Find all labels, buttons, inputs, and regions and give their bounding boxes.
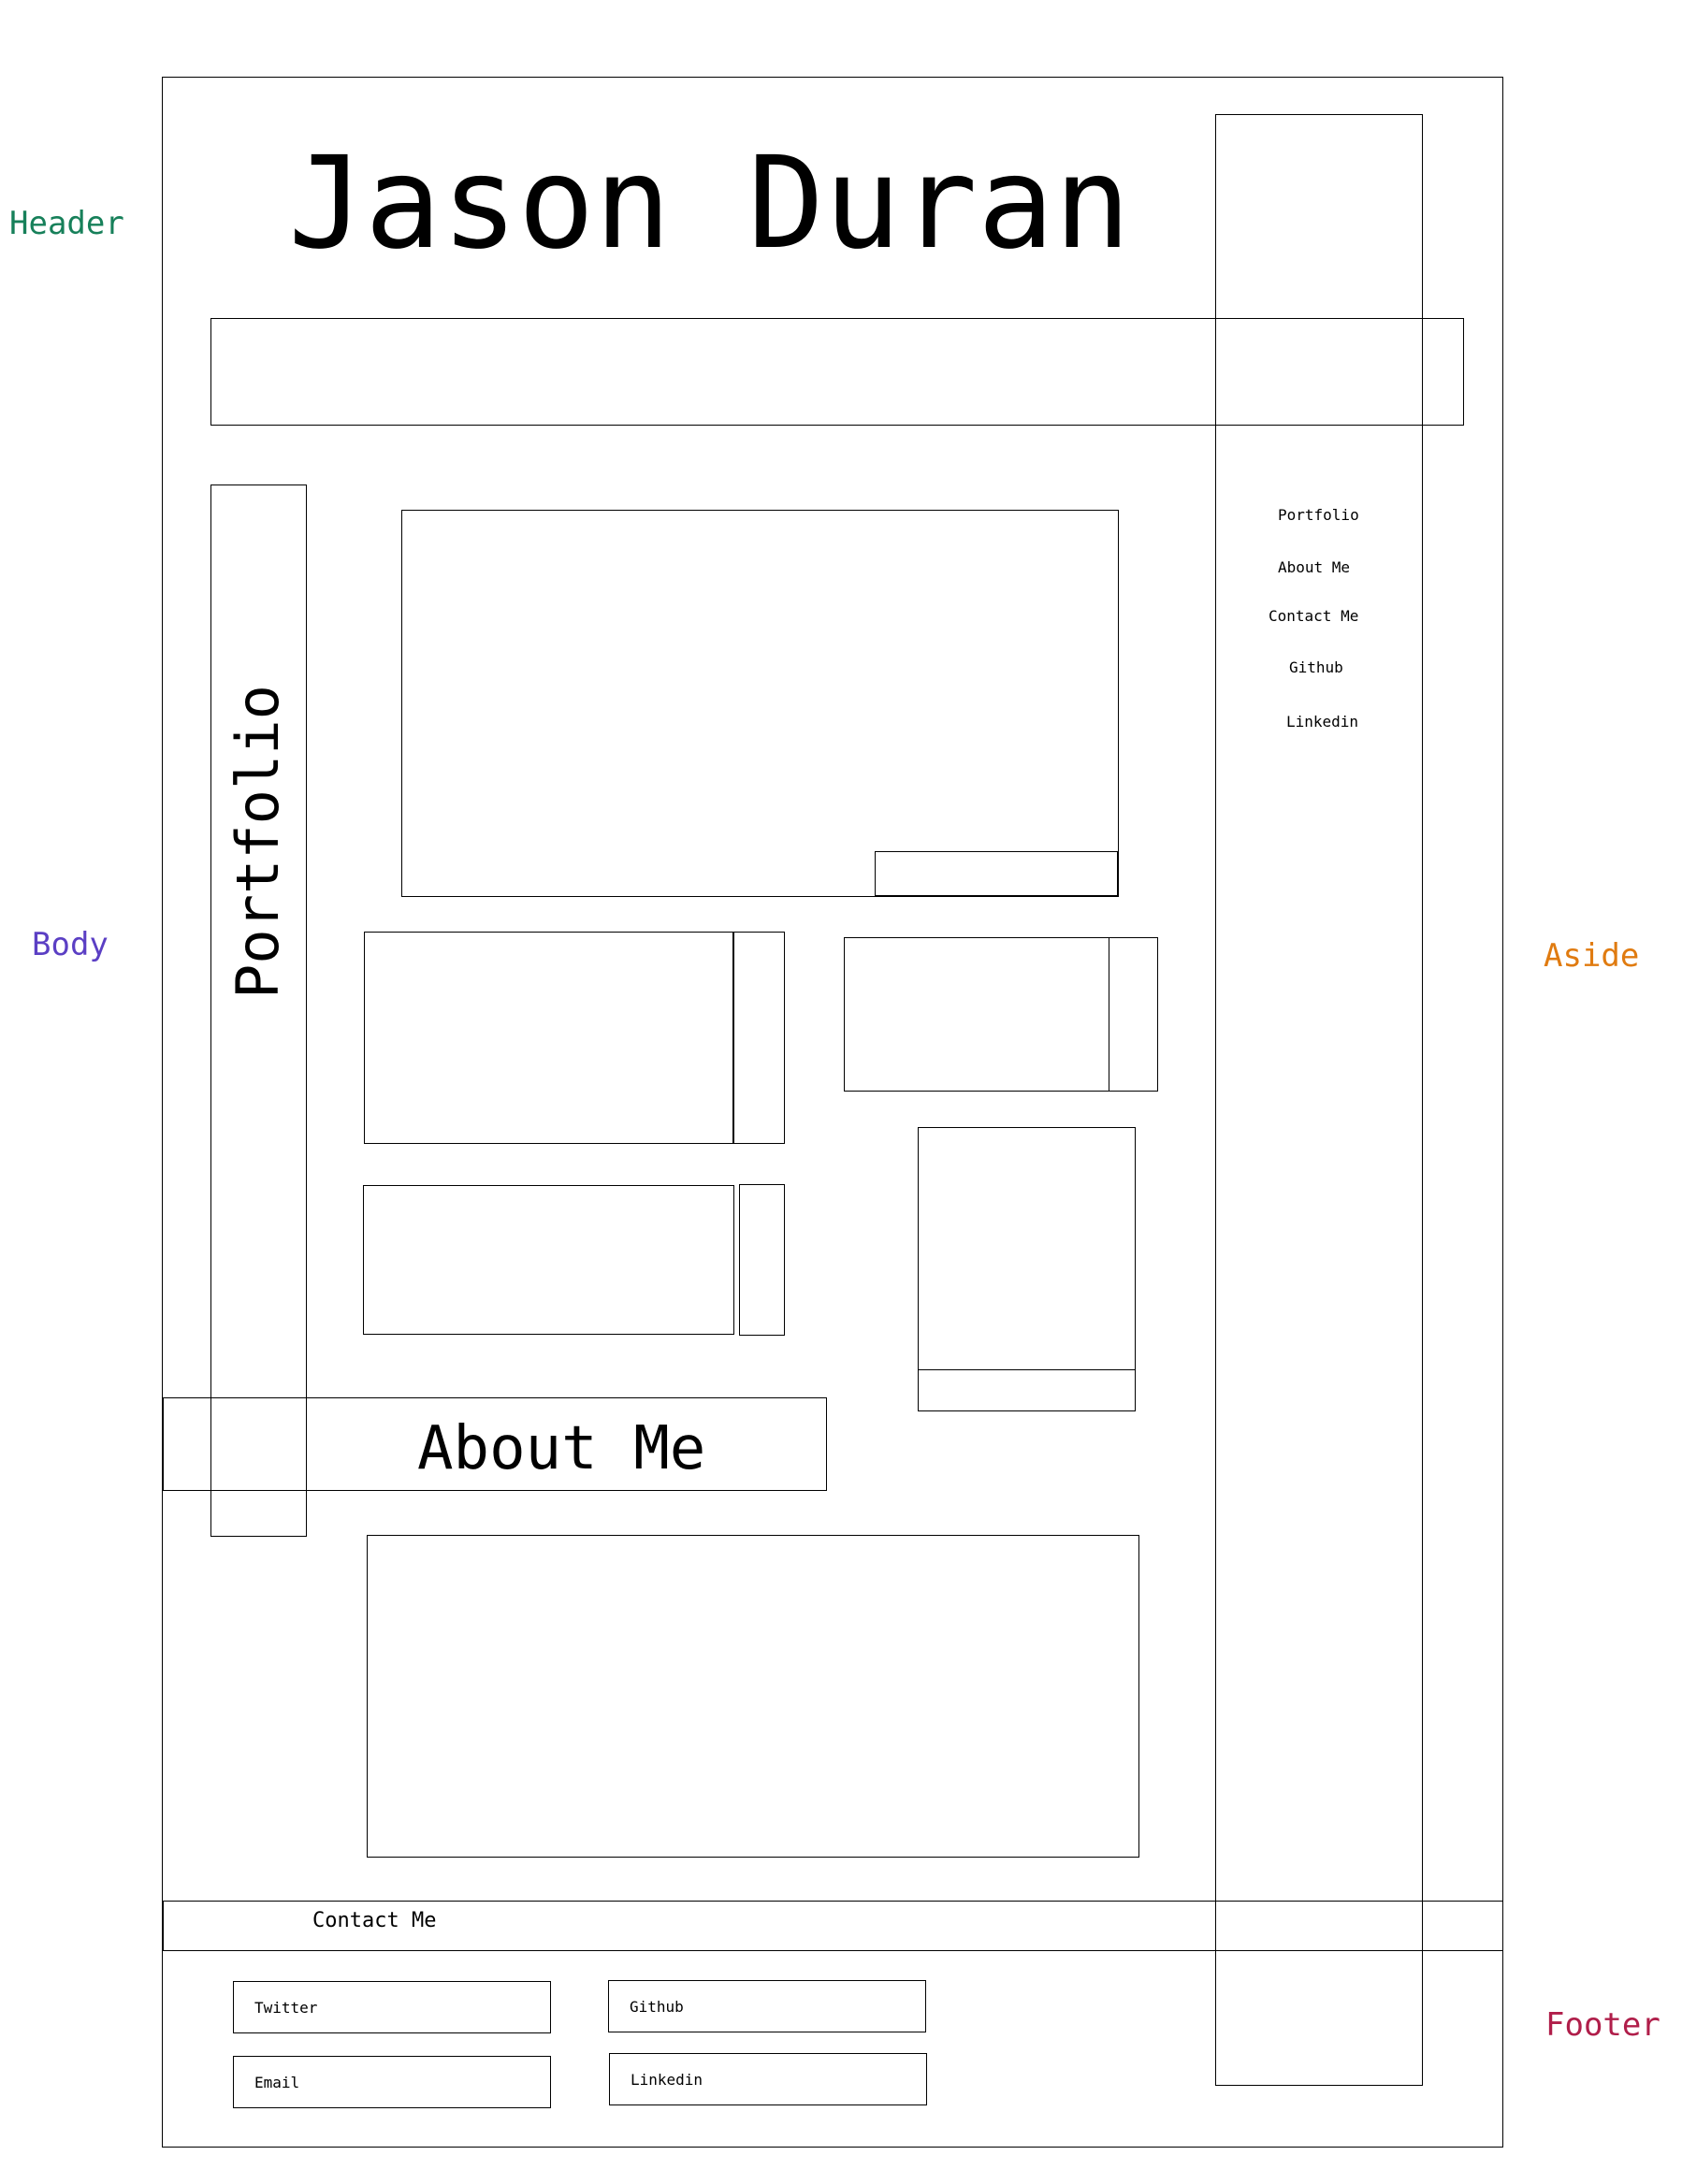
site-title: Jason Duran — [288, 130, 1131, 278]
body-annotation: Body — [32, 926, 109, 963]
aside-annotation: Aside — [1544, 937, 1640, 975]
contact-twitter-button[interactable]: Twitter — [233, 1981, 551, 2033]
contact-twitter-label: Twitter — [254, 1998, 318, 2017]
header-nav-bar — [210, 318, 1464, 426]
contact-heading-bar — [163, 1901, 1503, 1951]
project-card-3-tab[interactable] — [739, 1184, 785, 1336]
header-annotation: Header — [9, 205, 124, 242]
contact-email-button[interactable]: Email — [233, 2056, 551, 2108]
project-card-1[interactable] — [364, 932, 734, 1144]
project-card-1-tab[interactable] — [732, 932, 785, 1144]
contact-email-label: Email — [254, 2073, 300, 2091]
project-card-3[interactable] — [363, 1185, 734, 1335]
contact-linkedin-button[interactable]: Linkedin — [609, 2053, 927, 2105]
project-card-2-tab[interactable] — [1109, 937, 1158, 1092]
aside-nav-portfolio[interactable]: Portfolio — [1278, 506, 1359, 524]
about-content-box — [367, 1535, 1139, 1858]
featured-project-caption[interactable] — [875, 851, 1118, 896]
about-heading: About Me — [417, 1414, 706, 1483]
footer-annotation: Footer — [1545, 2006, 1660, 2044]
aside-nav-linkedin[interactable]: Linkedin — [1286, 713, 1359, 730]
aside-column — [1215, 114, 1423, 2086]
aside-nav-about-me[interactable]: About Me — [1278, 558, 1351, 576]
contact-github-label: Github — [630, 1997, 684, 2016]
about-heading-box — [163, 1397, 827, 1491]
contact-github-button[interactable]: Github — [608, 1980, 926, 2032]
contact-heading: Contact Me — [312, 1909, 437, 1932]
page-frame — [162, 77, 1503, 2148]
portfolio-heading: Portfolio — [224, 685, 292, 999]
portfolio-sidebar — [210, 485, 307, 1537]
project-card-2[interactable] — [844, 937, 1109, 1092]
project-card-4-caption[interactable] — [918, 1369, 1136, 1411]
contact-linkedin-label: Linkedin — [631, 2070, 703, 2089]
aside-nav-contact-me[interactable]: Contact Me — [1269, 607, 1359, 625]
project-card-4[interactable] — [918, 1127, 1136, 1370]
aside-nav-github[interactable]: Github — [1289, 658, 1343, 676]
featured-project-card[interactable] — [401, 510, 1119, 897]
